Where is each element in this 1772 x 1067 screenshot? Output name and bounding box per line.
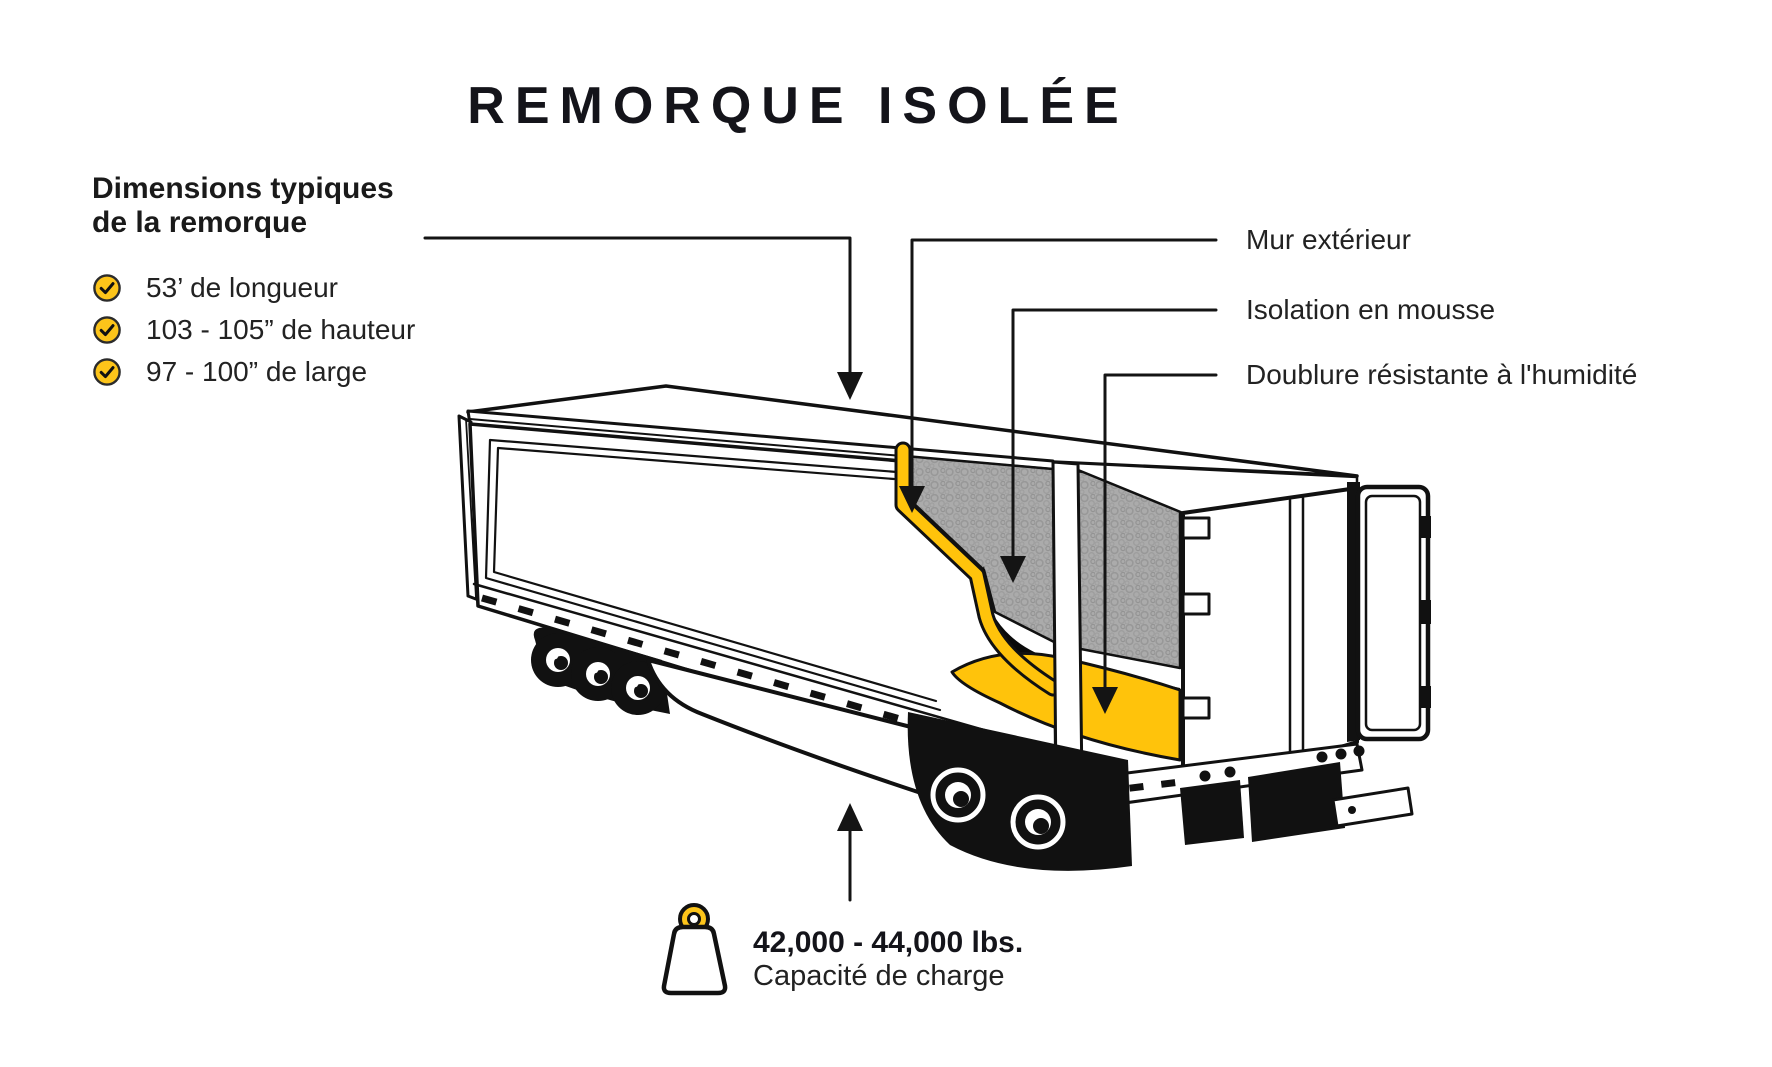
capacity-leader-line — [837, 803, 863, 902]
dimension-item-length: 53’ de longueur — [92, 267, 338, 309]
check-icon — [93, 358, 121, 386]
dimension-item-height: 103 - 105” de hauteur — [92, 309, 415, 351]
dimension-item-label: 103 - 105” de hauteur — [146, 314, 416, 345]
dimensions-heading: Dimensions typiques de la remorque — [92, 172, 394, 240]
trailer-drawing — [457, 384, 1431, 871]
page-title: REMORQUE ISOLÉE — [467, 77, 1129, 135]
front-wheels — [531, 627, 670, 715]
cut-edge-band — [897, 444, 1059, 694]
dimensions-heading-line2: de la remorque — [92, 206, 308, 239]
foam-insulation-leader-line — [1000, 308, 1218, 583]
callout-foam-insulation: Isolation en mousse — [1246, 294, 1496, 325]
dimension-item-label: 97 - 100” de large — [146, 356, 368, 387]
callout-exterior-wall: Mur extérieur — [1246, 224, 1411, 255]
rear-corner-post — [1051, 460, 1084, 790]
dimensions-heading-line1: Dimensions typiques — [92, 172, 394, 205]
rear-wheels — [907, 712, 1132, 871]
weight-icon — [661, 903, 728, 996]
exterior-wall-leader-line — [899, 238, 1218, 513]
capacity-range: 42,000 - 44,000 lbs. — [753, 926, 1024, 959]
rear-bracket — [1331, 786, 1414, 828]
check-icon — [93, 274, 121, 302]
rear-door-open — [1355, 484, 1431, 742]
callout-moisture-liner: Doublure résistante à l'humidité — [1246, 359, 1638, 390]
dimensions-leader-line — [423, 236, 863, 400]
capacity-label: Capacité de charge — [753, 960, 1005, 992]
dimension-item-label: 53’ de longueur — [146, 272, 339, 303]
rear-door-left — [1181, 486, 1359, 797]
check-icon — [93, 316, 121, 344]
dimension-item-width: 97 - 100” de large — [92, 351, 367, 393]
moisture-liner-leader-line — [1092, 373, 1218, 714]
side-skirt — [646, 658, 923, 795]
